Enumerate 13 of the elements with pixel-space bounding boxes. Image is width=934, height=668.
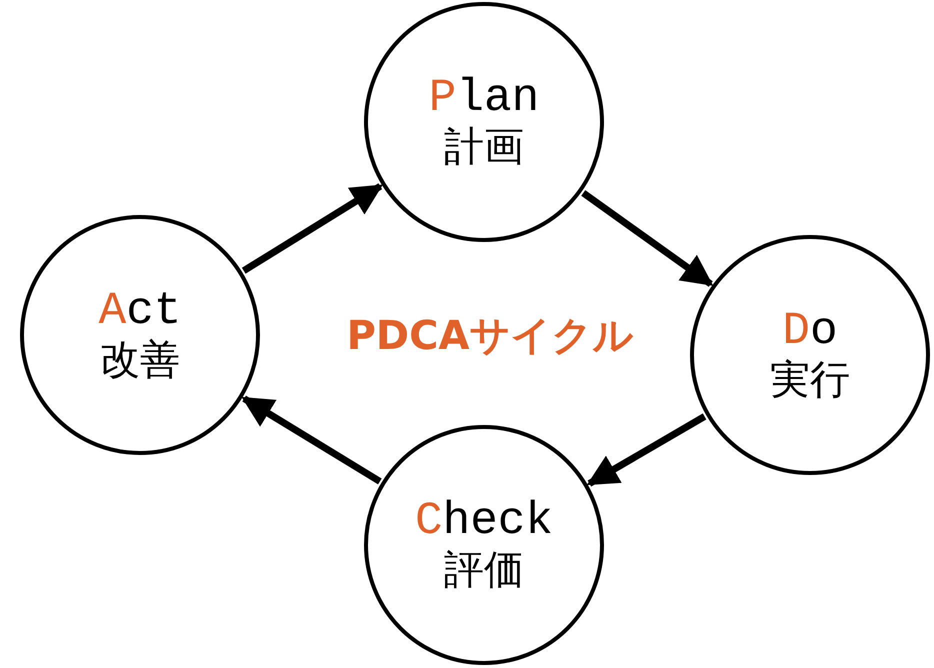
stage-name: Plan (428, 72, 540, 124)
stage-label: 評価 (444, 546, 524, 594)
stage-label: 改善 (100, 336, 180, 384)
stage-name: Do (782, 306, 838, 356)
arrow (586, 413, 706, 487)
arrow (581, 190, 714, 287)
stage-label: 実行 (770, 356, 850, 404)
stage-label: 計画 (444, 123, 524, 172)
cycle-title: PDCAサイクル (346, 312, 634, 361)
arrow (241, 396, 382, 484)
stage-name: Check (414, 496, 554, 546)
stage-name: Act (98, 286, 182, 336)
arrow (242, 183, 383, 274)
